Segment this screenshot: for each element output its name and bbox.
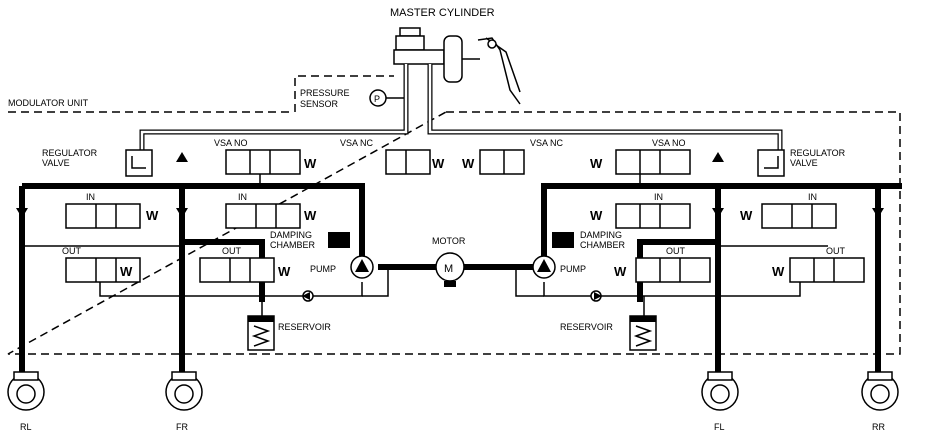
solenoid-symbol: W	[278, 264, 291, 279]
reservoir-left-label: RESERVOIR	[278, 322, 331, 332]
in-label: IN	[808, 192, 817, 202]
pump-right-label: PUMP	[560, 264, 586, 274]
in-label: IN	[238, 192, 247, 202]
wheel-rl: RL	[7, 371, 45, 432]
reservoir-right: RESERVOIR	[560, 315, 657, 351]
motor: M MOTOR	[432, 236, 466, 287]
modulator-unit-frame	[7, 111, 901, 355]
wheel-fl: FL	[701, 371, 739, 432]
out-label: OUT	[666, 246, 686, 256]
solenoid-symbol: W	[304, 156, 317, 171]
wheel-rr: RR	[861, 371, 899, 432]
solenoid-symbol: W	[772, 264, 785, 279]
regulator-left-label-1: REGULATOR	[42, 148, 98, 158]
damping-chamber-left: DAMPING CHAMBER	[270, 230, 350, 250]
solenoid-symbol: W	[614, 264, 627, 279]
regulator-right-label-2: VALVE	[790, 158, 818, 168]
regulator-valve-left: REGULATOR VALVE	[42, 148, 153, 177]
master-cylinder	[393, 27, 521, 105]
solenoid-symbol: W	[740, 208, 753, 223]
master-cylinder-label: MASTER CYLINDER	[390, 7, 495, 19]
vsa-nc-right-label: VSA NC	[530, 138, 564, 148]
reservoir-right-label: RESERVOIR	[560, 322, 613, 332]
pressure-sensor-label-1: PRESSURE	[300, 88, 350, 98]
pump-right: PUMP	[532, 255, 586, 279]
damping-right-label-2: CHAMBER	[580, 240, 626, 250]
pressure-sensor-icon: P	[369, 89, 406, 107]
out-label: OUT	[62, 246, 82, 256]
pump-left-label: PUMP	[310, 264, 336, 274]
damping-right-label-1: DAMPING	[580, 230, 622, 240]
in-label: IN	[654, 192, 663, 202]
solenoid-symbol: W	[304, 208, 317, 223]
wheel-fr-label: FR	[176, 422, 188, 432]
solenoid-valves: VSA NO W VSA NC W VSA NC W VSA NO W IN W…	[62, 138, 865, 283]
in-label: IN	[86, 192, 95, 202]
wheel-fl-label: FL	[714, 422, 725, 432]
solenoid-symbol: W	[120, 264, 133, 279]
check-valves	[16, 152, 884, 302]
damping-left-label-1: DAMPING	[270, 230, 312, 240]
vsa-no-left-label: VSA NO	[214, 138, 248, 148]
damping-left-label-2: CHAMBER	[270, 240, 316, 250]
damping-chamber-right: DAMPING CHAMBER	[552, 230, 626, 250]
wheel-fr: FR	[165, 371, 203, 432]
solenoid-symbol: W	[432, 156, 445, 171]
pressure-sensor-label-2: SENSOR	[300, 99, 339, 109]
regulator-valve-right: REGULATOR VALVE	[757, 148, 846, 177]
pump-left: PUMP	[310, 255, 374, 279]
regulator-right-label-1: REGULATOR	[790, 148, 846, 158]
motor-label: MOTOR	[432, 236, 466, 246]
wheel-rl-label: RL	[20, 422, 32, 432]
solenoid-symbol: W	[590, 208, 603, 223]
out-label: OUT	[222, 246, 242, 256]
motor-symbol: M	[444, 263, 453, 275]
vsa-no-right-label: VSA NO	[652, 138, 686, 148]
main-brake-lines	[19, 183, 902, 400]
reservoir-left: RESERVOIR	[247, 315, 331, 351]
modulator-unit-label: MODULATOR UNIT	[8, 98, 89, 108]
solenoid-symbol: W	[146, 208, 159, 223]
pressure-sensor-symbol: P	[374, 94, 380, 104]
wheel-rr-label: RR	[872, 422, 885, 432]
vsa-nc-left-label: VSA NC	[340, 138, 374, 148]
solenoid-symbol: W	[590, 156, 603, 171]
out-label: OUT	[826, 246, 846, 256]
solenoid-symbol: W	[462, 156, 475, 171]
regulator-left-label-2: VALVE	[42, 158, 70, 168]
